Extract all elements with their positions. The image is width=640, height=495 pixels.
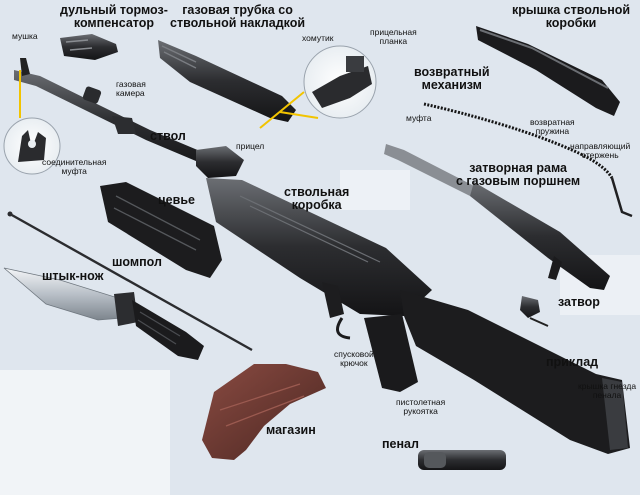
label-rear-sight: прицел (236, 141, 265, 151)
label-stock: приклад (546, 355, 599, 369)
receiver-part (206, 178, 432, 340)
label-kit-case: пенал (382, 437, 419, 451)
cleaning-rod-part (7, 211, 253, 352)
label-front-sight: мушка (12, 31, 38, 41)
rear-sight-zoom (303, 45, 377, 119)
label-clamp: хомутик (302, 33, 334, 43)
label-bayonet: штык-нож (42, 269, 104, 283)
label-coupling: муфта (406, 113, 432, 123)
barrel-part (14, 58, 226, 172)
magazine-part (202, 364, 326, 460)
recoil-spring-part (423, 102, 633, 218)
label-cleaning-rod: шомпол (112, 255, 162, 269)
label-muzzle-brake: дульный тормоз-компенсатор (60, 3, 168, 31)
receiver-cover-part (476, 26, 620, 116)
label-magazine: магазин (266, 423, 316, 437)
pistol-grip-part (364, 314, 418, 392)
front-sight-zoom (3, 117, 61, 175)
label-bolt: затвор (558, 295, 600, 309)
bolt-part (520, 296, 549, 327)
bolt-carrier-part (384, 144, 610, 290)
kit-case-part (418, 450, 506, 470)
callout-leaders (19, 70, 319, 129)
stock-part (400, 290, 630, 454)
bayonet-part (3, 267, 204, 360)
gas-tube-part (158, 40, 296, 122)
handguard-part (100, 182, 222, 278)
rear-sight-part (196, 146, 244, 178)
label-barrel: ствол (150, 129, 186, 143)
muzzle-brake-part (60, 34, 118, 60)
label-handguard: цевье (158, 193, 195, 207)
